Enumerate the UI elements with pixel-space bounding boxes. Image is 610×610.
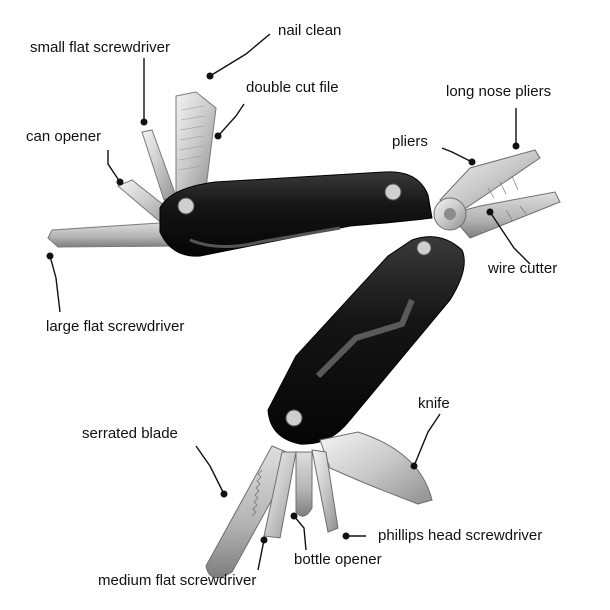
label-bottle-opener: bottle opener [294, 551, 382, 568]
bottom-handle [267, 236, 465, 445]
label-serrated-blade: serrated blade [82, 425, 178, 442]
serrated-blade-tool [205, 445, 297, 579]
leader-medium-flat-screwdriver [257, 539, 265, 571]
label-medium-flat-screwdriver: medium flat screwdriver [98, 572, 257, 589]
leader-pliers [441, 147, 473, 163]
leader-nail-clean [209, 33, 271, 77]
leader-bottle-opener [293, 515, 307, 551]
bottom-handle-screw-bottom [285, 409, 303, 427]
label-small-flat-screwdriver: small flat screwdriver [30, 39, 171, 56]
long-nose-pliers-lower-jaw [449, 191, 561, 239]
medium-flat-screwdriver-tool [263, 451, 297, 539]
label-knife: knife [418, 395, 450, 412]
top-handle-screw-left [177, 197, 195, 215]
label-large-flat-screwdriver: large flat screwdriver [46, 318, 185, 335]
leader-serrated-blade [195, 445, 225, 495]
pliers-pivot-center [444, 208, 456, 220]
label-can-opener: can opener [26, 128, 102, 145]
file-texture [177, 105, 205, 171]
top-handle-groove [189, 226, 341, 249]
label-phillips-head-screwdriver: phillips head screwdriver [378, 527, 543, 544]
double-cut-file-tool [175, 91, 217, 193]
label-double-cut-file: double cut file [246, 79, 339, 96]
leader-can-opener [107, 150, 121, 183]
label-nail-clean: nail clean [278, 22, 342, 39]
label-long-nose-pliers: long nose pliers [446, 83, 552, 100]
bottle-opener-tool [295, 451, 313, 517]
leader-large-flat-screwdriver [49, 255, 61, 313]
bottom-handle-insert [315, 298, 415, 379]
leader-endpoints [46, 72, 520, 544]
label-pliers: pliers [392, 133, 428, 150]
leader-knife [413, 413, 441, 467]
leader-double-cut-file [217, 103, 245, 137]
serrated-edge [251, 469, 263, 517]
label-wire-cutter: wire cutter [488, 260, 558, 277]
bottom-handle-screw-top [416, 240, 432, 256]
knife-tool [319, 431, 433, 505]
top-handle [159, 171, 433, 257]
small-flat-screwdriver-tool [141, 129, 177, 201]
leader-lines [49, 33, 531, 571]
top-handle-screw-right [384, 183, 402, 201]
phillips-screwdriver-tool [311, 449, 339, 533]
leader-wire-cutter [489, 211, 531, 265]
